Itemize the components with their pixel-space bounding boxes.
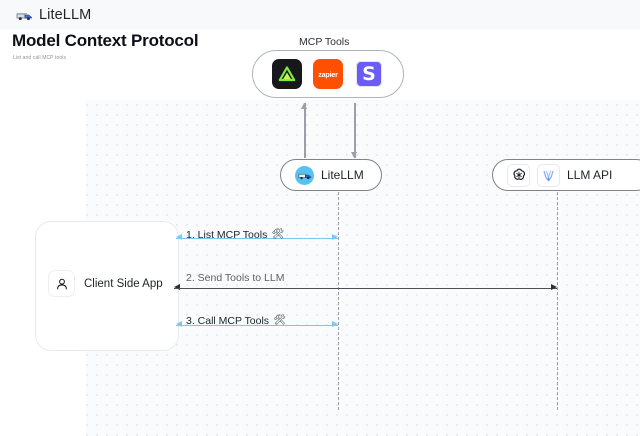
arrow-shaft [176,237,338,239]
client-side-app-label: Client Side App [84,277,163,290]
message-2-text: 2. Send Tools to LLM [186,272,285,284]
node-litellm-label: LiteLLM [321,168,364,182]
arrow-head-left [176,234,182,241]
arrow-head-left [174,284,180,291]
zapier-wordmark: zapier [318,69,338,79]
brand-name: LiteLLM [39,7,92,23]
arrow-head-down [351,152,358,158]
tools-emoji-icon: 🛠 [271,229,285,240]
arrow-head-right [332,234,338,241]
mcp-tools-label: MCP Tools [299,36,350,48]
arrow-head-up [301,103,308,109]
tools-emoji-icon: 🛠 [273,315,286,326]
node-llm-api[interactable]: LLM API [492,159,640,191]
slack-letter: S [362,62,376,85]
message-3-label: 3. Call MCP Tools 🛠 [186,315,286,327]
client-side-app-content: Client Side App [48,270,163,297]
message-1-arrow [176,233,338,243]
arrow-shaft [176,324,338,326]
arrow-shaft [174,287,557,289]
lifeline-llm-api [557,192,558,410]
page-title: Model Context Protocol [12,31,199,50]
arrow-head-right [551,284,557,291]
person-icon [48,270,75,297]
node-litellm[interactable]: LiteLLM [280,159,382,191]
zapier-icon[interactable]: zapier [313,59,343,89]
triangle-tool-icon[interactable] [272,59,302,89]
diagram-canvas [0,68,640,436]
brand[interactable]: LiteLLM [16,7,91,23]
arrow-shaft [304,103,306,158]
mcp-list-up-arrow [300,103,310,158]
page-subtitle: List and call MCP tools [13,55,67,61]
litellm-truck-icon [295,165,314,185]
slack-icon[interactable]: S [354,59,384,89]
arrow-head-left [176,321,182,328]
openai-icon [507,163,530,187]
message-2-label: 2. Send Tools to LLM [186,272,284,284]
mcp-tools-group: zapier S [252,50,404,98]
node-llm-api-label: LLM API [567,168,613,182]
message-3-text: 3. Call MCP Tools [186,315,270,327]
vertex-ai-icon [537,163,560,187]
lifeline-litellm [338,192,339,410]
message-1-label: 1. List MCP Tools 🛠 [186,229,284,241]
app-header: LiteLLM [0,0,640,30]
arrow-head-right [332,321,338,328]
arrow-shaft [354,103,356,158]
message-3-arrow [176,320,338,330]
truck-icon [16,9,33,22]
mcp-call-down-arrow [350,103,360,158]
message-1-text: 1. List MCP Tools [186,229,268,241]
message-2-arrow [174,283,557,293]
